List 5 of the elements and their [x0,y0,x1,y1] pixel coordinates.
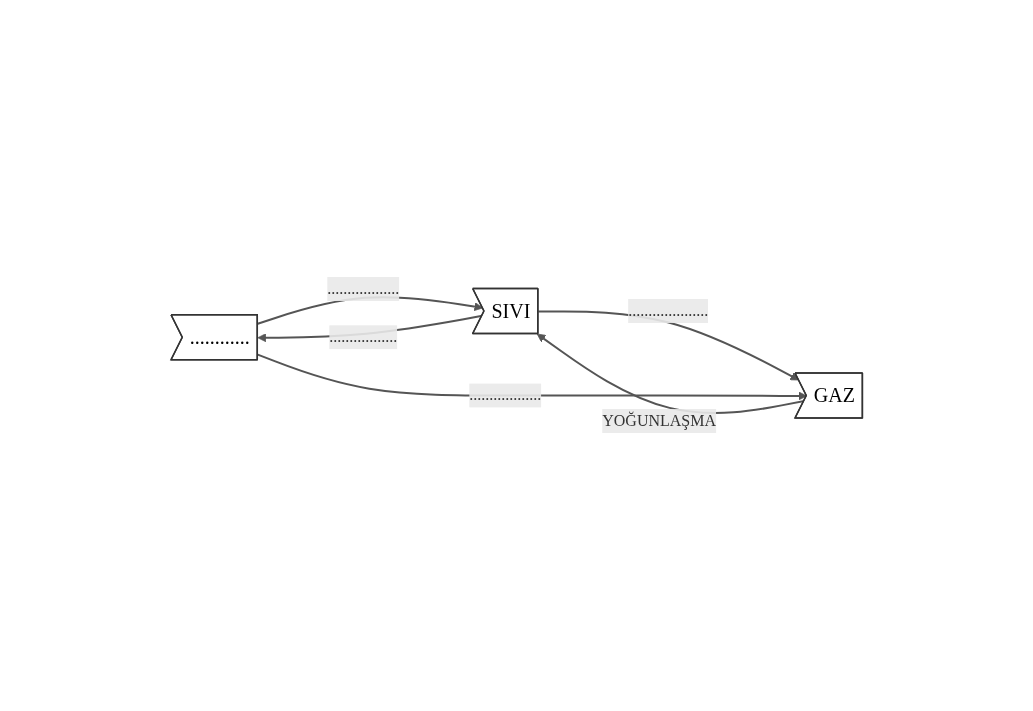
edge-label: ................. [329,328,398,346]
edge-label: .................. [469,386,542,404]
edge-label: YOĞUNLAŞMA [602,412,716,430]
edge-label: .................. [327,280,400,298]
edge-label: .................... [627,302,708,320]
